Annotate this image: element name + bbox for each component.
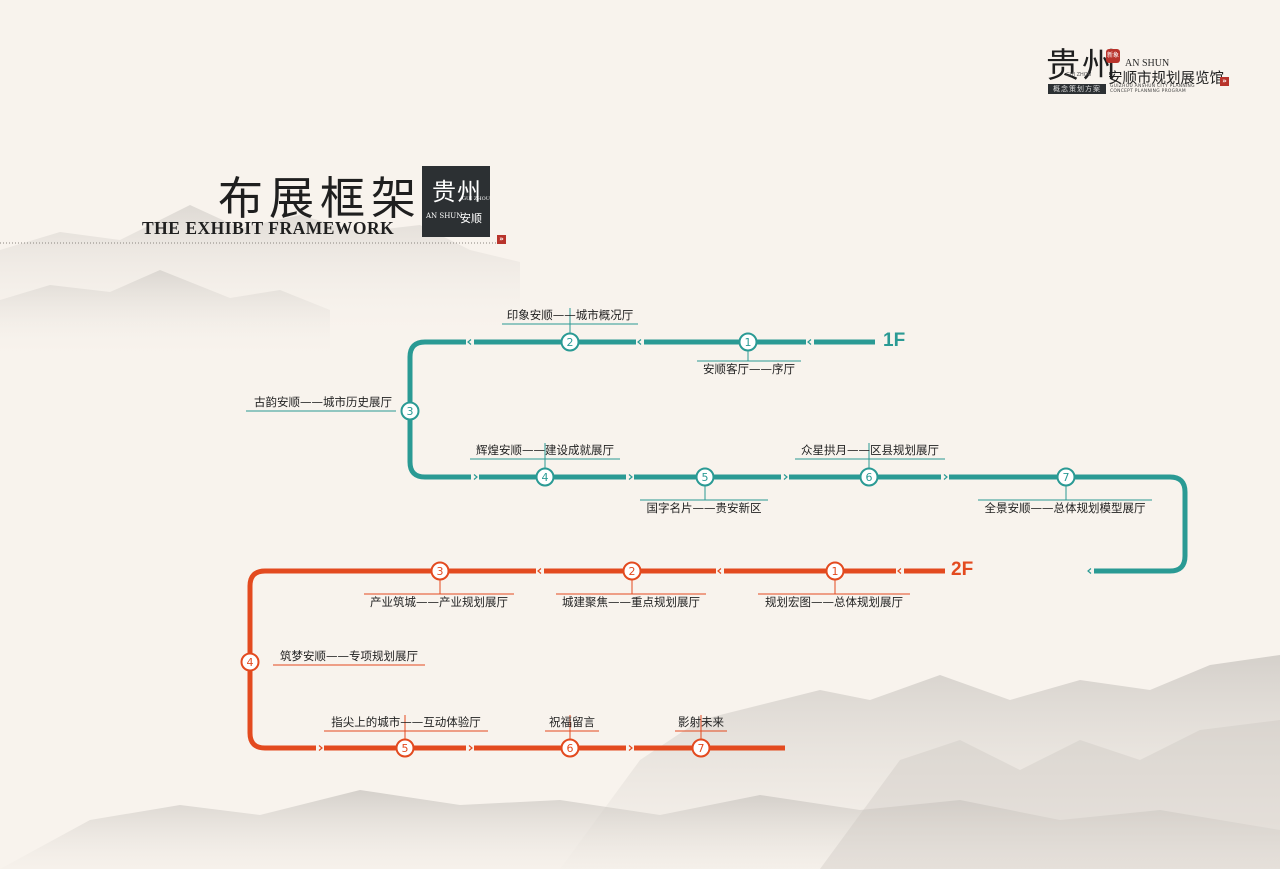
floor1-stop-3-marker	[400, 401, 420, 421]
floor2-stop-6-label: 祝福留言	[549, 715, 595, 729]
floor1-stop-4-marker	[535, 467, 555, 487]
floor1-route-gap-3	[471, 473, 479, 481]
floor2-route-gap-1	[716, 567, 724, 575]
floor1-stop-5-number: 5	[702, 471, 709, 484]
floor2-stop-5-marker	[395, 738, 415, 758]
floor2-direction-arrow-4	[468, 745, 473, 751]
floor2-route-gap-0	[896, 567, 904, 575]
floor1-stop-6-number: 6	[866, 471, 873, 484]
floor1-route-line	[407, 339, 1188, 574]
badge-an-shun-cn: 安顺	[460, 212, 482, 225]
floor2-stop-7-marker	[691, 738, 711, 758]
floor1-stop-7-marker	[1056, 467, 1076, 487]
floor2-stop-6-marker	[560, 738, 580, 758]
floor1-stop-3-number: 3	[407, 405, 414, 418]
logo-plan-bar: 概念策划方案	[1048, 84, 1106, 94]
floor2-route-gap-5	[626, 744, 634, 752]
badge-guizhou: 贵州	[432, 178, 482, 206]
floor1-route-gap-5	[781, 473, 789, 481]
floor1-stop-5-label: 国字名片——贵安新区	[646, 501, 762, 515]
floor2-route-gap-2	[536, 567, 544, 575]
floor1-route-gap-2	[466, 338, 474, 346]
badge-gui-zhou-en: GUI ZHOU	[462, 196, 490, 202]
floor2-stop-4-marker	[240, 652, 260, 672]
page-title-english: THE EXHIBIT FRAMEWORK	[142, 218, 395, 238]
floor2-stop-1-marker	[825, 561, 845, 581]
floor2-stop-2-number: 2	[629, 565, 636, 578]
floor1-stop-7-number: 7	[1063, 471, 1070, 484]
title-badge: 贵州 GUI ZHOU AN SHUN 安顺	[422, 166, 490, 237]
floor1-stop-6-label: 众星拱月——区县规划展厅	[801, 443, 939, 457]
floor2-direction-arrow-0	[897, 568, 902, 574]
logo-seal: 新象	[1106, 49, 1120, 63]
floor1-direction-arrow-3	[473, 474, 478, 480]
floor1-route-gap-1	[636, 338, 644, 346]
floor1-stop-5-marker	[695, 467, 715, 487]
logo-gui-zhou-text: GUI ZHOU	[1066, 72, 1092, 78]
logo-subtitle-line-1: GUIZHOU ANSHUN CITY PLANNING	[1110, 84, 1195, 89]
floor2-direction-arrow-1	[717, 568, 722, 574]
badge-an-shun-en: AN SHUN	[426, 212, 463, 220]
floor2-stop-3-marker	[430, 561, 450, 581]
floor2-stop-4-number: 4	[247, 656, 254, 669]
floor1-stop-1-marker	[738, 332, 758, 352]
floor2-direction-arrow-5	[628, 745, 633, 751]
floor1-route-gap-4	[626, 473, 634, 481]
floor2-stop-4-label: 筑梦安顺——专项规划展厅	[280, 649, 418, 663]
floor2-stop-2-label: 城建聚焦——重点规划展厅	[562, 595, 700, 609]
floor1-stop-6-marker	[859, 467, 879, 487]
title-chevron-icon: »	[497, 235, 506, 244]
floor1-stop-4-number: 4	[542, 471, 549, 484]
floor2-stop-3-label: 产业筑城——产业规划展厅	[370, 595, 508, 609]
logo-chevron-icon: »	[1220, 77, 1229, 86]
floor1-stop-2-number: 2	[567, 336, 574, 349]
floor1-label: 1F	[883, 330, 906, 351]
floor1-stop-1-label: 安顺客厅——序厅	[703, 362, 795, 376]
floor2-stop-7-label: 影射未来	[678, 715, 724, 729]
floor1-route-gap-7	[1086, 567, 1094, 575]
floor1-direction-arrow-4	[628, 474, 633, 480]
page-title: 布展框架	[218, 172, 423, 225]
floor1-direction-arrow-5	[783, 474, 788, 480]
floor2-stop-5-label: 指尖上的城市——互动体验厅	[331, 715, 481, 729]
floor1-route-gap-6	[941, 473, 949, 481]
floor1-route-gap-0	[806, 338, 814, 346]
logo-museum-name: 安顺市规划展览馆	[1108, 71, 1224, 87]
floor2-stop-7-number: 7	[698, 742, 705, 755]
floor1-direction-arrow-0	[807, 339, 812, 345]
floor2-stop-5-number: 5	[402, 742, 409, 755]
floor1-stop-1-number: 1	[745, 336, 752, 349]
floor1-stop-2-label: 印象安顺——城市概况厅	[506, 308, 634, 322]
floor2-route-gap-3	[316, 744, 324, 752]
floor2-stop-3-number: 3	[437, 565, 444, 578]
floor1-stop-3-label: 古韵安顺——城市历史展厅	[254, 395, 392, 409]
floor1-direction-arrow-2	[467, 339, 472, 345]
floor1-stop-2-marker	[560, 332, 580, 352]
floor1-direction-arrow-6	[943, 474, 948, 480]
floor2-direction-arrow-2	[537, 568, 542, 574]
logo-an-shun-text: AN SHUN	[1125, 58, 1170, 69]
floor2-stop-1-number: 1	[832, 565, 839, 578]
floor1-stop-7-label: 全景安顺——总体规划模型展厅	[984, 501, 1146, 515]
floor2-stop-6-number: 6	[567, 742, 574, 755]
logo-guizhou-calligraphy: 贵州	[1046, 46, 1118, 86]
floor1-direction-arrow-1	[637, 339, 642, 345]
floor2-stop-1-label: 规划宏图——总体规划展厅	[765, 595, 903, 609]
floor1-direction-arrow-7	[1087, 568, 1092, 574]
floor2-route-gap-4	[466, 744, 474, 752]
floor2-stop-2-marker	[622, 561, 642, 581]
logo-subtitle: GUIZHOU ANSHUN CITY PLANNING CONCEPT PLA…	[1110, 84, 1195, 94]
floor2-direction-arrow-3	[318, 745, 323, 751]
floor1-stop-4-label: 辉煌安顺——建设成就展厅	[476, 443, 614, 457]
floor2-label: 2F	[951, 559, 974, 580]
logo-subtitle-line-2: CONCEPT PLANNING PROGRAM	[1110, 89, 1186, 94]
